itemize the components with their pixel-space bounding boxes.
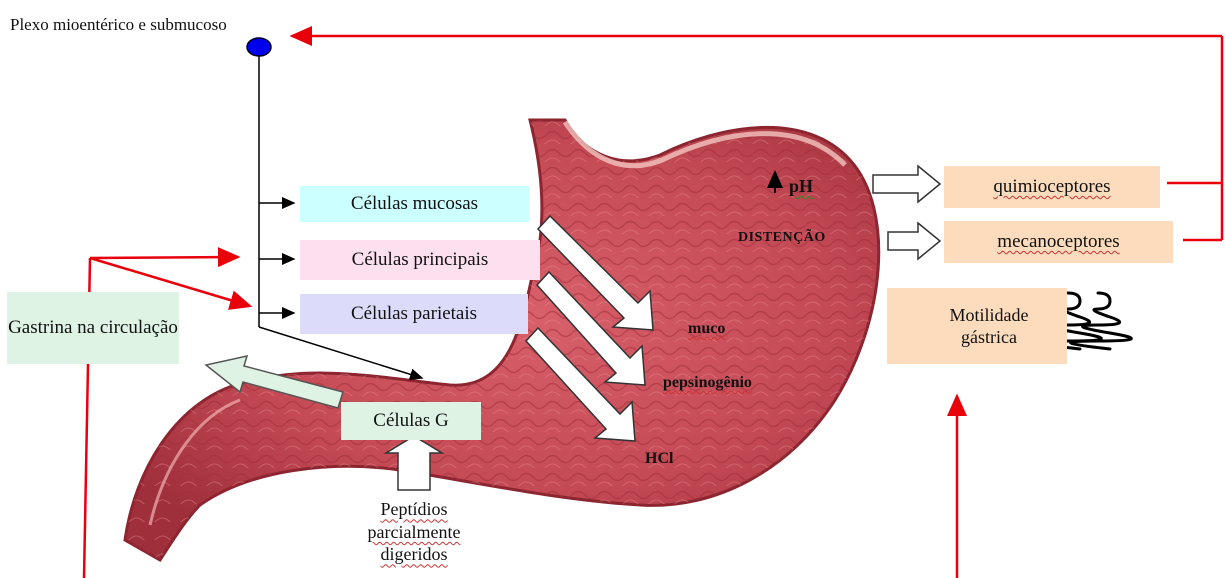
plexo-node [247, 38, 271, 56]
distencao-label-text: DISTENÇÃO [738, 230, 826, 245]
arrow-to-celulas-g [259, 327, 422, 378]
ph-label-text: pH [789, 176, 813, 196]
quimioceptores-label: quimioceptores [993, 175, 1110, 199]
distencao-label: DISTENÇÃO [738, 230, 826, 246]
peptidios-label: Peptídios parcialmente digeridos [350, 498, 478, 566]
muco-label: muco [688, 320, 725, 338]
pepsinogenio-label-text: pepsinogênio [663, 374, 752, 391]
arrow-to-mecanoceptores [888, 223, 940, 259]
plexo-label: Plexo mioentérico e submucoso [10, 14, 235, 35]
celulas-principais-box: Células principais [300, 240, 540, 280]
celulas-g-label: Células G [373, 409, 448, 433]
arrow-to-quimioceptores [873, 166, 940, 202]
celulas-parietais-box: Células parietais [300, 294, 528, 334]
motilidade-label: Motilidade gástrica [929, 304, 1049, 349]
gastrina-label: Gastrina na circulação [8, 316, 178, 340]
celulas-mucosas-box: Células mucosas [300, 186, 529, 222]
motilidade-box: Motilidade gástrica [887, 288, 1067, 364]
celulas-mucosas-label: Células mucosas [351, 192, 478, 216]
mecanoceptores-box: mecanoceptores [944, 221, 1173, 263]
pepsinogenio-label: pepsinogênio [663, 374, 752, 392]
muco-label-text: muco [688, 320, 725, 337]
plexo-label-text: Plexo mioentérico e submucoso [10, 15, 227, 34]
gastrina-box: Gastrina na circulação [7, 292, 179, 364]
hcl-label: HCl [645, 450, 673, 468]
celulas-principais-label: Células principais [352, 248, 489, 272]
mecanoceptores-label: mecanoceptores [997, 230, 1119, 254]
celulas-parietais-label: Células parietais [351, 302, 477, 326]
peptidios-box: Peptídios parcialmente digeridos [350, 492, 478, 572]
quimioceptores-box: quimioceptores [944, 166, 1160, 208]
ph-label: pH [789, 176, 813, 197]
hcl-label-text: HCl [645, 450, 673, 467]
celulas-g-box: Células G [341, 402, 481, 440]
